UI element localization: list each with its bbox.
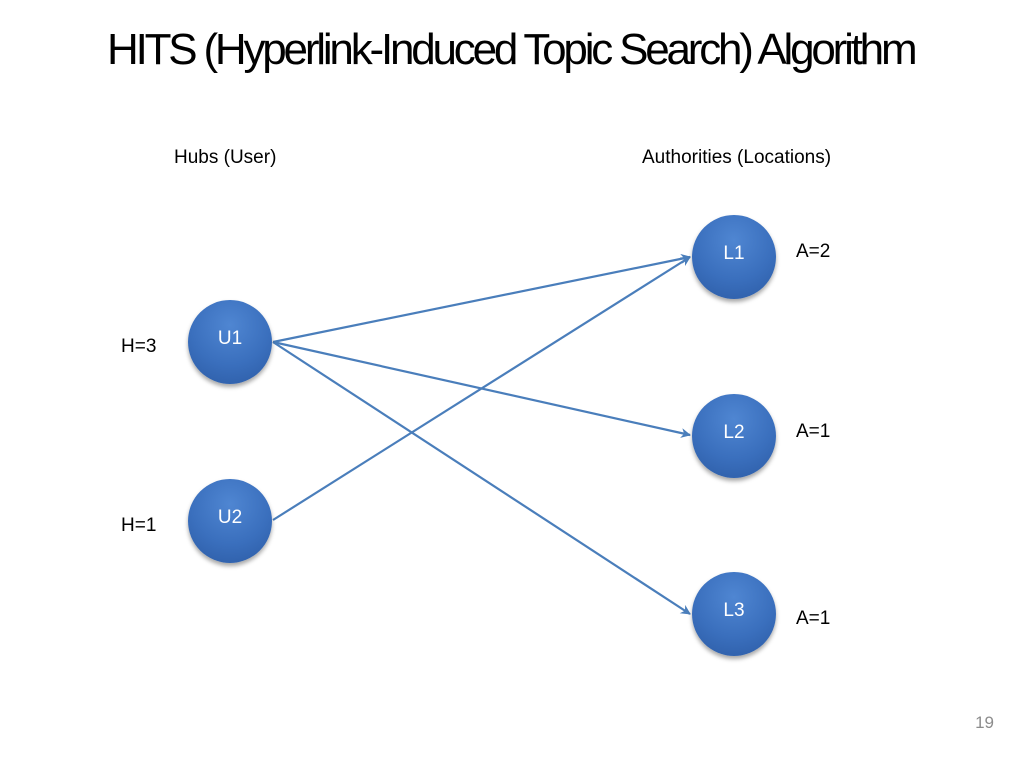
authority-node-label: L3 xyxy=(723,600,745,621)
link-u1-l1 xyxy=(272,253,691,344)
authority-node-label: L1 xyxy=(723,243,745,264)
authority-node-label: L2 xyxy=(723,422,745,443)
link-u2-l1 xyxy=(272,256,691,521)
hub-score-u2: H=1 xyxy=(121,515,157,536)
hub-node-u1[interactable]: U1 xyxy=(188,300,272,384)
link-u1-l3 xyxy=(272,341,691,615)
hub-node-u2[interactable]: U2 xyxy=(188,479,272,563)
hub-node-label: U1 xyxy=(217,328,243,349)
hub-node-label: U2 xyxy=(217,507,243,528)
authority-score-l3: A=1 xyxy=(796,608,831,629)
authority-node-l2[interactable]: L2 xyxy=(692,394,776,478)
authorities-heading: Authorities (Locations) xyxy=(642,147,832,168)
hub-score-u1: H=3 xyxy=(121,336,157,357)
page-number: 19 xyxy=(975,713,994,732)
slide-title: HITS (Hyperlink-Induced Topic Search) Al… xyxy=(107,25,918,74)
authority-node-l3[interactable]: L3 xyxy=(692,572,776,656)
authority-score-l2: A=1 xyxy=(796,421,831,442)
hubs-heading: Hubs (User) xyxy=(174,147,277,168)
authority-node-l1[interactable]: L1 xyxy=(692,215,776,299)
authority-score-l1: A=2 xyxy=(796,241,831,262)
